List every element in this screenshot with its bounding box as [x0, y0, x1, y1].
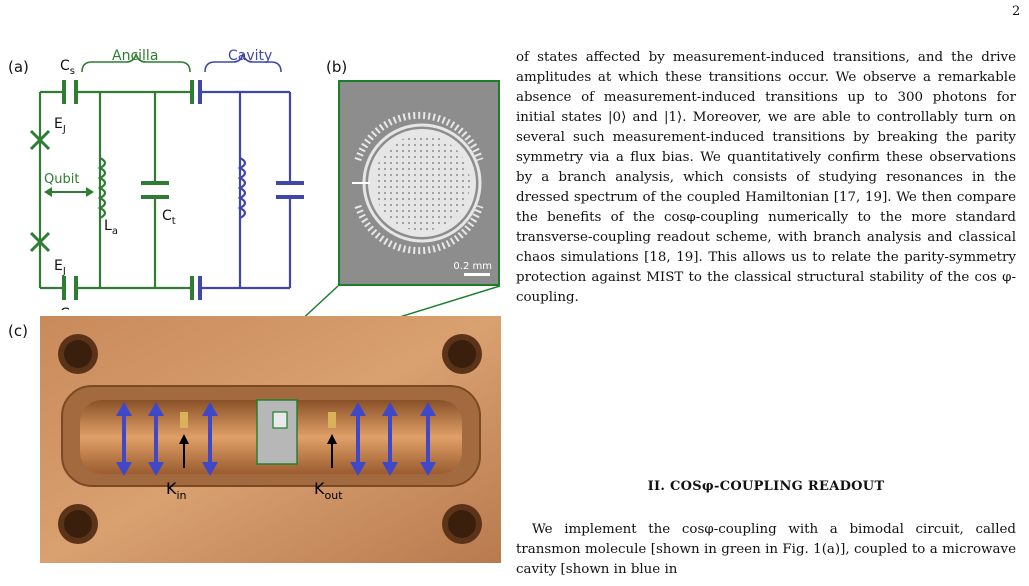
ej-top-label: EJ: [54, 116, 66, 135]
mode-arrows: [116, 402, 436, 476]
body-text-column: of states affected by measurement-induce…: [516, 48, 1016, 308]
panel-label-b: (b): [326, 58, 348, 76]
ancilla-circuit: [38, 53, 194, 300]
circuit-diagram: Cs EJ La Ct EJ Cs Ancilla Cavity Qubit: [29, 48, 304, 310]
ej-bottom-label: EJ: [54, 258, 66, 277]
section-heading: II. COSφ-COUPLING READOUT: [647, 479, 885, 494]
page-number: 2: [1012, 4, 1021, 19]
paragraph-1: of states affected by measurement-induce…: [516, 50, 1016, 305]
la-label: La: [104, 218, 118, 237]
figure-1: (a) (b) (c): [0, 0, 501, 586]
cavity-label: Cavity: [228, 48, 272, 64]
cavity-photo: Kin Kout: [40, 316, 501, 563]
ancilla-label: Ancilla: [112, 48, 158, 64]
cs-bottom-label: Cs: [60, 306, 75, 310]
ct-label: Ct: [162, 208, 176, 227]
panel-label-c: (c): [8, 322, 28, 340]
kin-label: Kin: [166, 479, 187, 502]
device-micrograph: 0.2 mm: [338, 80, 500, 286]
cavity-circuit: [198, 53, 304, 300]
josephson-junctions: [29, 129, 51, 253]
scale-label: 0.2 mm: [453, 261, 492, 272]
micrograph-image: [352, 111, 484, 255]
paragraph-2-container: We implement the cosφ-coupling with a bi…: [516, 520, 1016, 580]
panel-label-a: (a): [8, 58, 29, 76]
qubit-arrow: [44, 187, 94, 197]
kout-label: Kout: [314, 479, 343, 502]
qubit-label: Qubit: [44, 172, 79, 187]
cs-top-label: Cs: [60, 58, 75, 77]
paragraph-2: We implement the cosφ-coupling with a bi…: [516, 522, 1016, 577]
scale-bar: [464, 273, 490, 276]
